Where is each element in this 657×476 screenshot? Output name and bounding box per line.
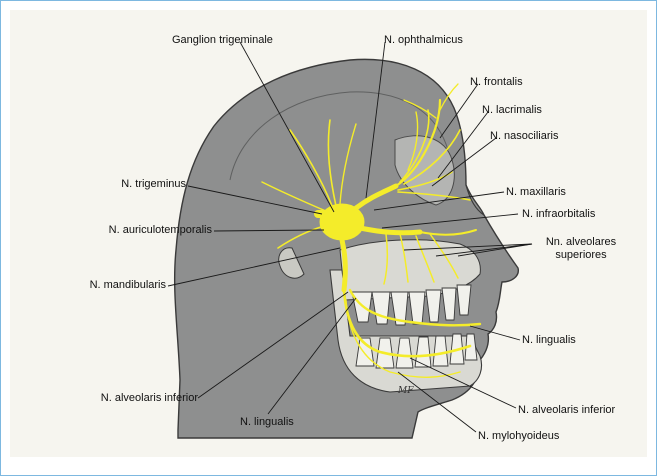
label-n-frontalis: N. frontalis xyxy=(470,76,523,89)
label-nn-alveolares-superiores: Nn. alveolares superiores xyxy=(533,236,629,262)
label-n-infraorbitalis: N. infraorbitalis xyxy=(522,208,595,221)
label-n-nasociliaris: N. nasociliaris xyxy=(490,130,558,143)
label-n-alveolaris-inferior-right: N. alveolaris inferior xyxy=(518,404,615,417)
label-n-lacrimalis: N. lacrimalis xyxy=(482,104,542,117)
label-n-mandibularis: N. mandibularis xyxy=(70,279,166,292)
label-n-mylohyoideus: N. mylohyoideus xyxy=(478,430,559,443)
label-n-ophthalmicus: N. ophthalmicus xyxy=(384,34,463,47)
label-n-lingualis-bottom: N. lingualis xyxy=(240,416,294,429)
label-n-trigeminus: N. trigeminus xyxy=(98,178,186,191)
label-n-lingualis-right: N. lingualis xyxy=(522,334,576,347)
label-n-maxillaris: N. maxillaris xyxy=(506,186,566,199)
artist-signature: MF xyxy=(398,385,413,398)
label-ganglion-trigeminale: Ganglion trigeminale xyxy=(172,34,273,47)
label-n-alveolaris-inferior-left: N. alveolaris inferior xyxy=(86,392,198,405)
label-n-auriculotemporalis: N. auriculotemporalis xyxy=(48,224,212,237)
